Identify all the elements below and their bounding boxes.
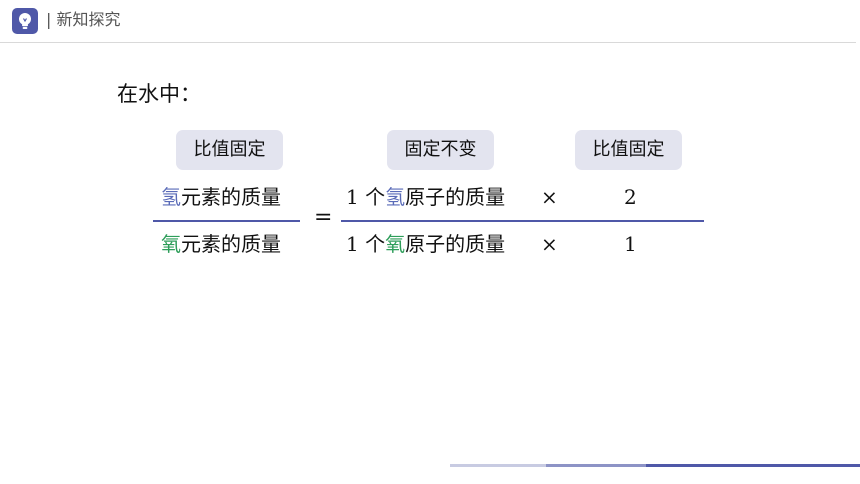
- footer-bar-medium: [546, 464, 646, 467]
- fraction-bar-left: [153, 220, 300, 222]
- badge-fixed-constant: 固定不变: [387, 130, 494, 170]
- denominator-right-text: 原子的质量: [405, 232, 506, 256]
- numerator-right-count: 1 个: [346, 185, 386, 209]
- hydrogen-count: 2: [624, 185, 637, 209]
- numerator-right-text: 原子的质量: [405, 185, 506, 209]
- oxygen-element-label: 氧: [161, 232, 181, 256]
- numerator-left: 氢元素的质量: [161, 183, 281, 211]
- equals-sign: =: [314, 205, 333, 230]
- fraction-bar-right: [341, 220, 704, 222]
- footer-bar-dark: [646, 464, 860, 467]
- header-bar: | 新知探究: [0, 0, 860, 43]
- times-sign: ×: [541, 232, 558, 256]
- footer-bar-light: [450, 464, 546, 467]
- numerator-right: 1 个氢原子的质量: [346, 183, 505, 211]
- denominator-right-count: 1 个: [346, 232, 386, 256]
- times-sign: ×: [541, 185, 558, 209]
- page-title: | 新知探究: [46, 10, 121, 29]
- badge-ratio-fixed-right: 比值固定: [575, 130, 682, 170]
- oxygen-count: 1: [624, 232, 637, 256]
- lightbulb-icon: [12, 8, 38, 34]
- denominator-left: 氧元素的质量: [161, 230, 281, 258]
- badge-ratio-fixed-left: 比值固定: [176, 130, 283, 170]
- hydrogen-element-label: 氢: [385, 185, 406, 209]
- hydrogen-element-label: 氢: [161, 185, 181, 209]
- header-divider: [0, 42, 856, 43]
- numerator-left-text: 元素的质量: [181, 185, 281, 209]
- intro-text: 在水中：: [117, 82, 201, 106]
- denominator-right: 1 个氧原子的质量: [346, 230, 505, 258]
- oxygen-element-label: 氧: [385, 232, 406, 256]
- denominator-left-text: 元素的质量: [181, 232, 281, 256]
